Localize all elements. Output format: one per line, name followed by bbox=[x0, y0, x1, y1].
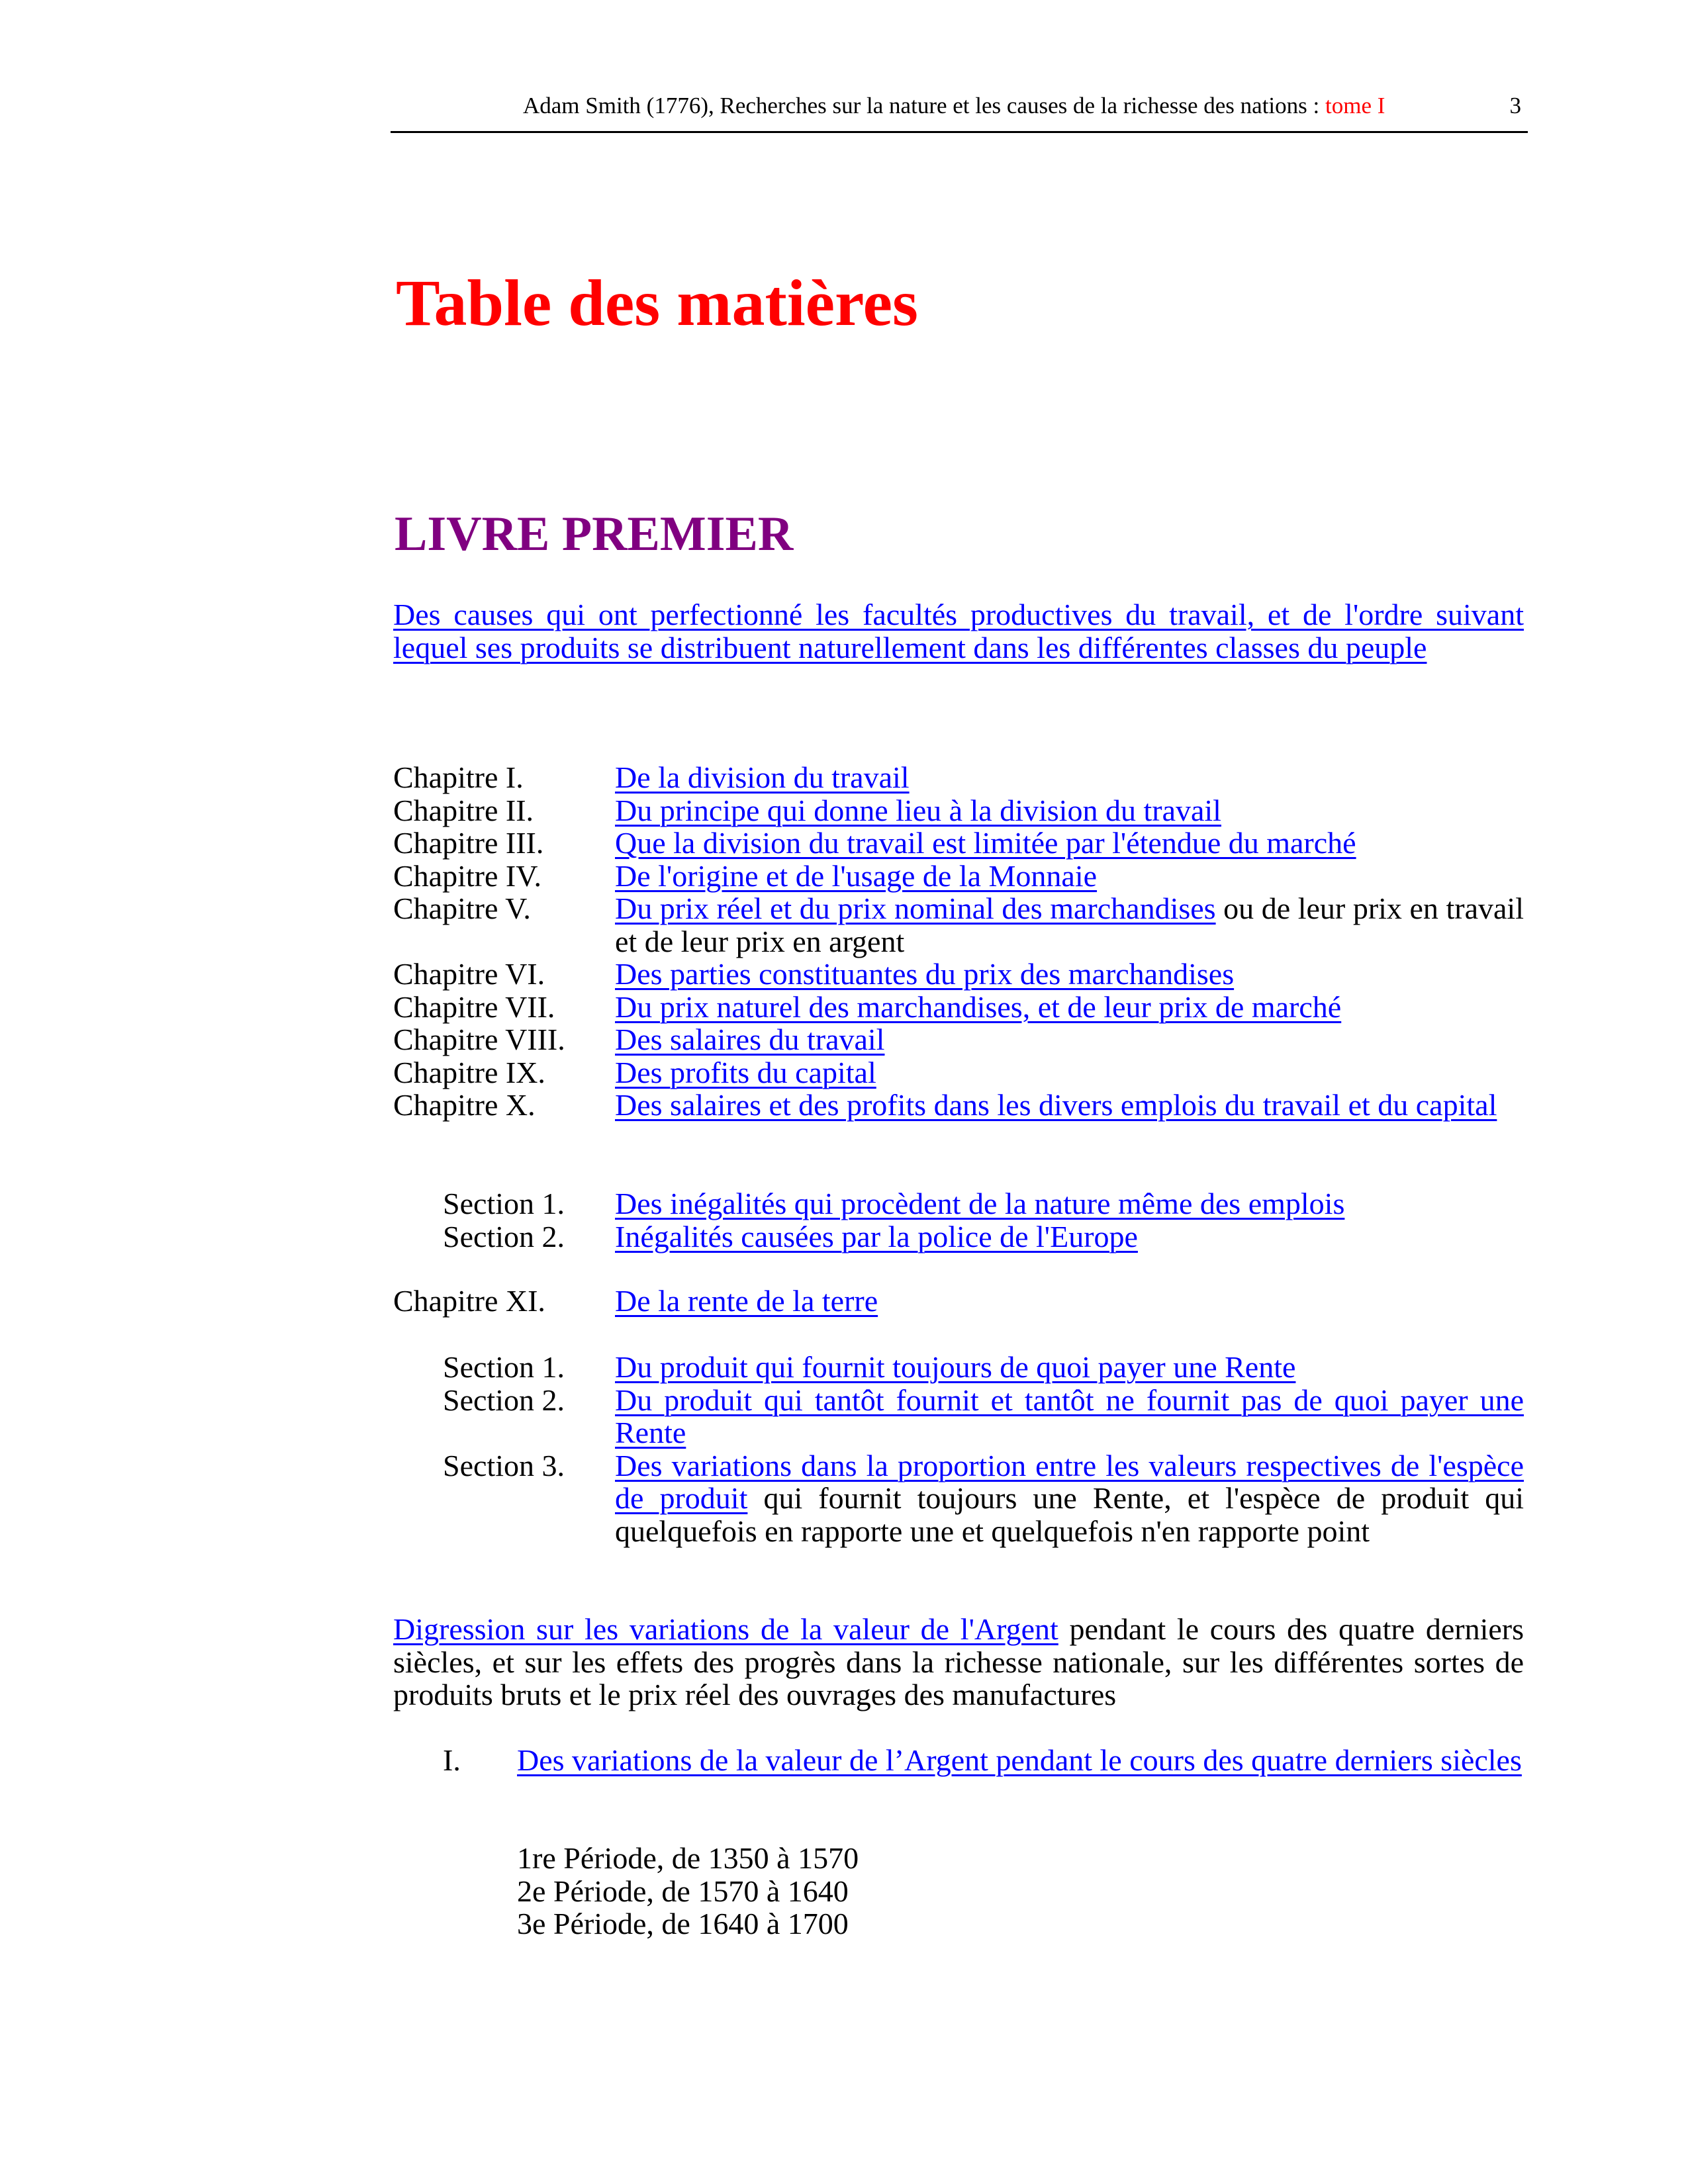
chapter-label: Chapitre V. bbox=[393, 891, 531, 925]
section-link[interactable]: Du produit qui fournit toujours de quoi … bbox=[615, 1350, 1296, 1384]
list-item: Section 2. Du produit qui tantôt fournit … bbox=[443, 1383, 1524, 1449]
digression: Digression sur les variations de la vale… bbox=[393, 1613, 1524, 1711]
chapter10-sections: Section 1. Des inégalités qui procèdent d… bbox=[393, 1187, 1524, 1253]
list-item: Chapitre III. Que la division du travail … bbox=[393, 827, 1524, 860]
page-title: Table des matières bbox=[396, 266, 918, 340]
list-item: Section 1. Du produit qui fournit toujour… bbox=[443, 1351, 1524, 1384]
part-row: I. Des variations de la valeur de l’Arge… bbox=[443, 1744, 1524, 1777]
entry-text: Des parties constituantes du prix des ma… bbox=[615, 958, 1524, 991]
chapter11-row: Chapitre XI. De la rente de la terre bbox=[393, 1285, 1524, 1318]
entry-text: Du produit qui fournit toujours de quoi … bbox=[615, 1351, 1524, 1384]
chapter-link[interactable]: Du principe qui donne lieu à la division… bbox=[615, 793, 1221, 827]
list-item: Chapitre I. De la division du travail bbox=[393, 761, 1524, 794]
section-label: Section 2. bbox=[443, 1383, 565, 1417]
part-label: I. bbox=[443, 1743, 461, 1777]
list-item: Section 2. Inégalités causées par la poli… bbox=[443, 1220, 1524, 1253]
chapter11-sections: Section 1. Du produit qui fournit toujour… bbox=[393, 1351, 1524, 1547]
page-number: 3 bbox=[1509, 93, 1522, 118]
header-tome: tome I bbox=[1325, 93, 1385, 118]
entry-text: Du principe qui donne lieu à la division… bbox=[615, 794, 1524, 827]
entry-text: Inégalités causées par la police de l'Eu… bbox=[615, 1220, 1524, 1253]
chapter-link[interactable]: Que la division du travail est limitée p… bbox=[615, 826, 1356, 860]
chapter-label: Chapitre VII. bbox=[393, 989, 555, 1024]
chapter-link[interactable]: Des profits du capital bbox=[615, 1055, 876, 1089]
list-item: Chapitre V. Du prix réel et du prix nomin… bbox=[393, 892, 1524, 958]
book-subtitle-link[interactable]: Des causes qui ont perfectionné les facu… bbox=[393, 598, 1524, 664]
chapter-link[interactable]: Des salaires et des profits dans les div… bbox=[615, 1088, 1497, 1122]
digression-link[interactable]: Digression sur les variations de la vale… bbox=[393, 1612, 1058, 1646]
period-item: 2e Période, de 1570 à 1640 bbox=[517, 1874, 849, 1908]
entry-text: Des variations dans la proportion entre … bbox=[615, 1449, 1524, 1548]
entry-text: Des inégalités qui procèdent de la natur… bbox=[615, 1187, 1524, 1220]
chapter-link[interactable]: De la division du travail bbox=[615, 760, 910, 794]
book-subtitle: Des causes qui ont perfectionné les facu… bbox=[393, 598, 1524, 664]
chapter-link[interactable]: De la rente de la terre bbox=[615, 1284, 878, 1318]
chapter-label: Chapitre I. bbox=[393, 760, 524, 794]
entry-text: De la division du travail bbox=[615, 761, 1524, 794]
section-label: Section 3. bbox=[443, 1448, 565, 1482]
chapter-label: Chapitre III. bbox=[393, 826, 544, 860]
section-label: Section 1. bbox=[443, 1187, 565, 1220]
entry-text: De l'origine et de l'usage de la Monnaie bbox=[615, 858, 1524, 893]
chapter-link[interactable]: Des parties constituantes du prix des ma… bbox=[615, 957, 1235, 991]
chapter-label: Chapitre VI. bbox=[393, 957, 545, 991]
list-item: I. Des variations de la valeur de l’Arge… bbox=[443, 1744, 1524, 1777]
header-title: Adam Smith (1776), Recherches sur la nat… bbox=[523, 91, 1385, 120]
book-heading: LIVRE PREMIER bbox=[395, 507, 794, 561]
chapter-link[interactable]: Du prix réel et du prix nominal des marc… bbox=[615, 891, 1216, 925]
chapter-link[interactable]: Du prix naturel des marchandises, et de … bbox=[615, 989, 1342, 1024]
section-link[interactable]: Du produit qui tantôt fournit et tantôt … bbox=[615, 1383, 1524, 1449]
list-item: Chapitre X. Des salaires et des profits d… bbox=[393, 1089, 1524, 1122]
list-item: Section 3. Des variations dans la proport… bbox=[443, 1449, 1524, 1548]
section-link[interactable]: Inégalités causées par la police de l'Eu… bbox=[615, 1219, 1138, 1253]
header-title-text: Adam Smith (1776), Recherches sur la nat… bbox=[523, 93, 1325, 118]
list-item: Section 1. Des inégalités qui procèdent d… bbox=[443, 1187, 1524, 1220]
section-label: Section 2. bbox=[443, 1219, 565, 1253]
entry-rest: qui fournit toujours une Rente, et l'esp… bbox=[615, 1481, 1524, 1548]
list-item: Chapitre II. Du principe qui donne lieu à… bbox=[393, 794, 1524, 827]
entry-text: Des salaires et des profits dans les div… bbox=[615, 1089, 1524, 1122]
section-link[interactable]: Des variations dans la proportion entre … bbox=[615, 1448, 1524, 1515]
chapter-label: Chapitre XI. bbox=[393, 1284, 545, 1318]
entry-text: Des profits du capital bbox=[615, 1056, 1524, 1089]
entry-text: Du produit qui tantôt fournit et tantôt … bbox=[615, 1383, 1524, 1449]
list-item: Chapitre IX. Des profits du capital bbox=[393, 1056, 1524, 1089]
list-item: Chapitre XI. De la rente de la terre bbox=[393, 1285, 1524, 1318]
list-item: Chapitre VIII. Des salaires du travail bbox=[393, 1023, 1524, 1056]
chapter-label: Chapitre IX. bbox=[393, 1055, 545, 1089]
period-item: 1re Période, de 1350 à 1570 bbox=[517, 1841, 859, 1875]
chapter-link[interactable]: Des salaires du travail bbox=[615, 1023, 885, 1056]
section-link[interactable]: Des inégalités qui procèdent de la natur… bbox=[615, 1187, 1345, 1220]
list-item: Chapitre VII. Du prix naturel des marchan… bbox=[393, 989, 1524, 1024]
list-item: Chapitre IV. De l'origine et de l'usage d… bbox=[393, 858, 1524, 893]
entry-text: Du prix naturel des marchandises, et de … bbox=[615, 989, 1524, 1024]
period-item: 3e Période, de 1640 à 1700 bbox=[517, 1907, 849, 1940]
part-link[interactable]: Des variations de la valeur de l’Argent … bbox=[517, 1743, 1522, 1777]
list-item: Chapitre VI. Des parties constituantes du… bbox=[393, 958, 1524, 991]
chapter-label: Chapitre X. bbox=[393, 1088, 536, 1122]
entry-text: Des salaires du travail bbox=[615, 1023, 1524, 1056]
chapter-label: Chapitre IV. bbox=[393, 858, 542, 893]
entry-rest: ou de leur prix en travail et de leur pr… bbox=[615, 891, 1524, 958]
section-label: Section 1. bbox=[443, 1350, 565, 1384]
chapter-label: Chapitre VIII. bbox=[393, 1023, 565, 1056]
entry-text: Du prix réel et du prix nominal des marc… bbox=[615, 892, 1524, 958]
chapter-label: Chapitre II. bbox=[393, 793, 534, 827]
entry-text: Que la division du travail est limitée p… bbox=[615, 827, 1524, 860]
digression-text: pendant le cours des quatre derniers siè… bbox=[393, 1612, 1524, 1711]
chapter-link[interactable]: De l'origine et de l'usage de la Monnaie bbox=[615, 858, 1098, 893]
header-rule bbox=[391, 131, 1528, 133]
